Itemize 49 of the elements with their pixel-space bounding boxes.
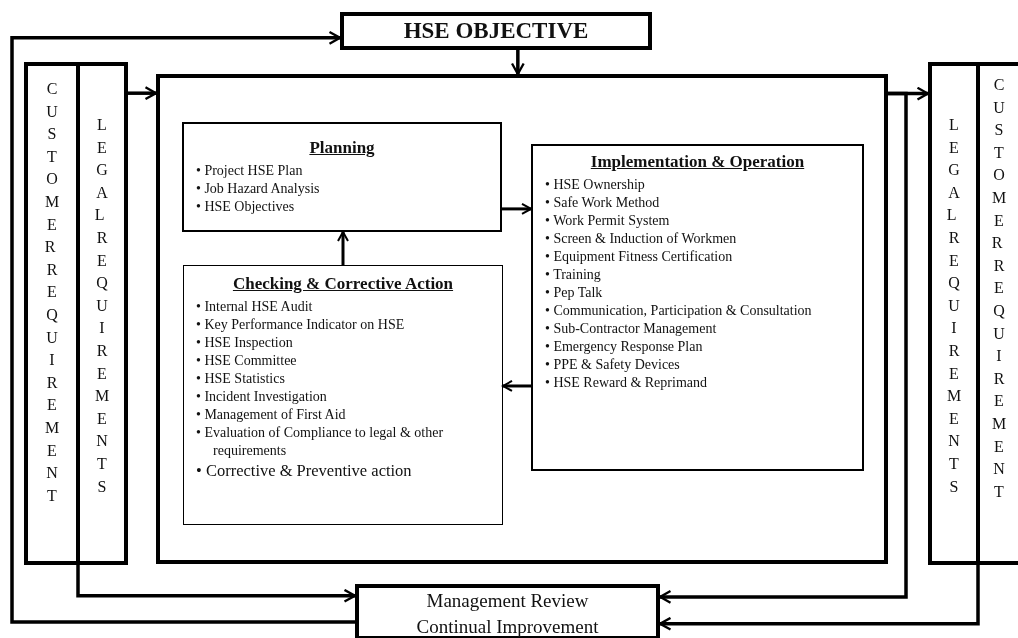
section-heading: Checking & Corrective Action [231, 274, 455, 294]
bullet-item: • Communication, Participation & Consultation [545, 302, 813, 320]
element-box [183, 265, 503, 525]
bullet-item: • Management of First Aid [196, 406, 347, 424]
vertical-label: CUSTOMER REQUIREMENT [43, 79, 71, 506]
vertical-label: LEGAL REQUIREMENTS [93, 115, 121, 497]
review-text: Management Review [425, 589, 590, 613]
bullet-item: • Job Hazard Analysis [196, 180, 321, 198]
arrow [502, 380, 531, 392]
bullet-item: • Evaluation of Compliance to legal & other requirements [196, 424, 445, 460]
framework-box [156, 74, 888, 564]
arrow [658, 565, 980, 631]
objective-box [340, 12, 652, 50]
arrow [337, 231, 349, 265]
bullet-item: • HSE Ownership [545, 176, 646, 194]
bullet-item: • HSE Objectives [196, 198, 296, 216]
bullet-item: • Pep Talk [545, 284, 604, 302]
section-heading: Planning [308, 138, 376, 158]
bullet-item: • Sub-Contractor Management [545, 320, 718, 338]
bullet-item: • HSE Committee [196, 352, 298, 370]
arrow [76, 565, 357, 603]
arrow [10, 30, 355, 624]
vertical-label: CUSTOMER REQUIREMENT [990, 75, 1018, 502]
bullet-item: • HSE Reward & Reprimand [545, 374, 708, 392]
arrow [658, 91, 908, 604]
bullet-item: • Safe Work Method [545, 194, 661, 212]
bullet-item: • PPE & Safety Devices [545, 356, 681, 374]
element-box [182, 122, 502, 232]
bullet-item: • Emergency Response Plan [545, 338, 704, 356]
vertical-label: LEGAL REQUIREMENTS [945, 115, 973, 497]
arrow [502, 202, 532, 215]
bullet-item: • Incident Investigation [196, 388, 328, 406]
bullet-item: • HSE Inspection [196, 334, 294, 352]
section-heading: Implementation & Operation [589, 152, 806, 172]
bullet-item: • Project HSE Plan [196, 162, 304, 180]
bullet-item: • HSE Statistics [196, 370, 286, 388]
bullet-item: • Key Performance Indicator on HSE [196, 316, 406, 334]
arrow [128, 86, 158, 101]
bullet-item: • Work Permit System [545, 212, 671, 230]
arrow [510, 50, 525, 76]
element-box [531, 144, 864, 471]
bullet-item: • Screen & Induction of Workmen [545, 230, 738, 248]
bullet-item: • Equipment Fitness Certification [545, 248, 734, 266]
bullet-item: • Corrective & Preventive action [196, 460, 413, 482]
bullet-item: • Training [545, 266, 602, 284]
review-box [355, 584, 660, 638]
bullet-item: • Internal HSE Audit [196, 298, 314, 316]
review-text: Continual Improvement [415, 615, 600, 638]
objective-title: HSE OBJECTIVE [402, 17, 590, 45]
